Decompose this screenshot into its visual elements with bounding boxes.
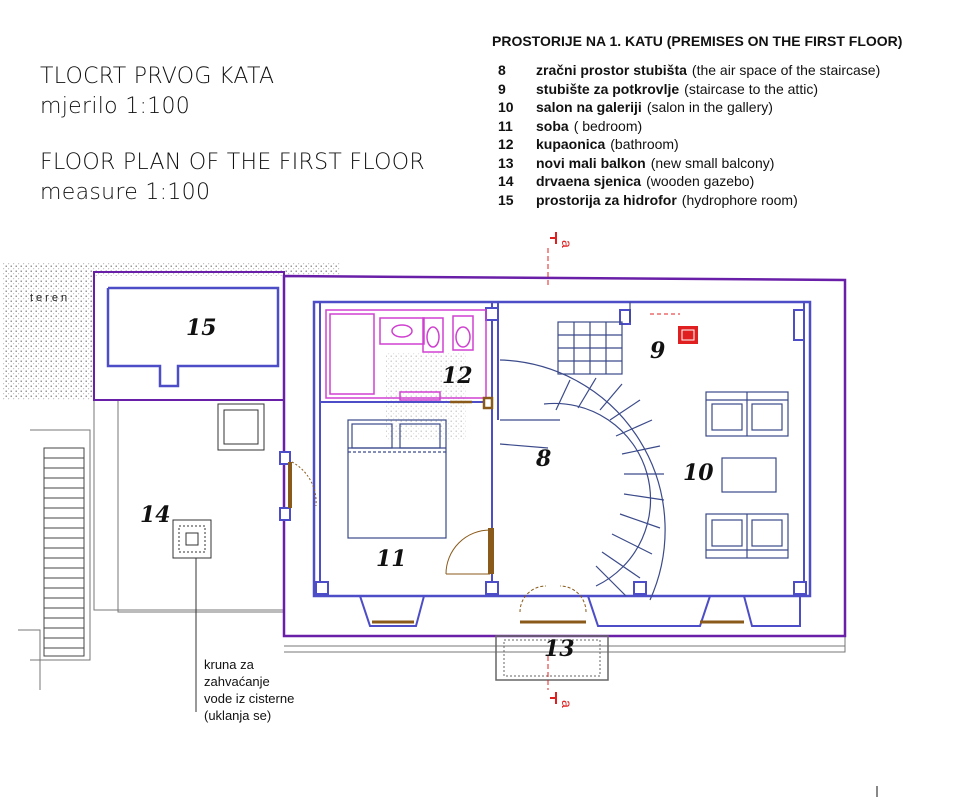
spiral-staircase: [499, 302, 666, 601]
note-line: kruna za: [204, 657, 254, 672]
terrain-label: teren: [30, 292, 70, 304]
legend-number: 12: [498, 136, 514, 152]
cistern-note: kruna za zahvaćanje vode iz cisterne (uk…: [204, 656, 294, 724]
legend-room-hr: stubište za potkrovlje: [536, 80, 680, 97]
balcony-door-swings: [519, 585, 587, 613]
legend-room-en: (wooden gazebo): [646, 173, 755, 189]
exterior-stair: [43, 447, 85, 657]
legend-room-hr: zračni prostor stubišta: [536, 62, 687, 78]
legend-room-hr: soba: [536, 117, 569, 134]
bedroom-doors: [288, 461, 494, 575]
outer-wall: [282, 274, 847, 638]
legend-room-hr: kupaonica: [536, 136, 606, 152]
gazebo-features: [172, 403, 265, 712]
legend-room-en: (salon in the gallery): [646, 99, 773, 115]
title-block: TLOCRT PRVOG KATA mjerilo 1:100 FLOOR PL…: [40, 62, 425, 208]
legend-row: 11 soba ( bedroom): [492, 117, 902, 136]
windows: [359, 595, 801, 627]
bathroom-fixtures: [325, 309, 487, 401]
legend-row: 9 stubište za potkrovlje (staircase to t…: [492, 80, 902, 99]
room-label-11: 11: [376, 546, 407, 572]
legend-room-hr: prostorija za hidrofor: [536, 191, 677, 208]
legend-row: 14 drvaena sjenica (wooden gazebo): [492, 172, 902, 191]
legend-number: 13: [498, 154, 514, 171]
legend-number: 11: [498, 117, 513, 134]
scale-hr: mjerilo 1:100: [40, 94, 191, 119]
legend-room-en: (new small balcony): [650, 154, 775, 171]
legend-row: 12 kupaonica (bathroom): [492, 135, 902, 154]
legend-heading: PROSTORIJE NA 1. KATU (PREMISES ON THE F…: [492, 33, 903, 49]
room-label-13: 13: [544, 636, 575, 662]
title-en: FLOOR PLAN OF THE FIRST FLOOR: [40, 150, 425, 175]
section-markers: a a: [547, 232, 575, 708]
legend-number: 10: [498, 99, 514, 115]
room-label-8: 8: [535, 446, 551, 472]
legend-room-hr: salon na galeriji: [536, 99, 642, 115]
salon-furniture: [705, 391, 789, 559]
room-label-14: 14: [140, 502, 171, 528]
legend-room-en: (the air space of the staircase): [691, 62, 881, 78]
legend-row: 13 novi mali balkon (new small balcony): [492, 154, 902, 173]
legend-room-en: (staircase to the attic): [684, 80, 818, 97]
legend-number: 14: [498, 173, 514, 189]
legend-room-hr: drvaena sjenica: [536, 173, 642, 189]
scale-en: measure 1:100: [40, 180, 211, 205]
title-hr: TLOCRT PRVOG KATA: [40, 64, 275, 89]
room-legend: PROSTORIJE NA 1. KATU (PREMISES ON THE F…: [492, 33, 902, 209]
legend-room-en: ( bedroom): [573, 117, 643, 134]
legend-row: 10 salon na galeriji (salon in the galle…: [492, 98, 902, 117]
legend-number: 9: [498, 80, 506, 97]
attic-stair-marker: [650, 313, 698, 344]
note-line: (uklanja se): [204, 708, 272, 723]
legend-row: 15 prostorija za hidrofor (hydrophore ro…: [492, 191, 902, 210]
room-label-10: 10: [683, 460, 714, 486]
bathroom-door: [450, 396, 494, 410]
balcony-13: [495, 635, 609, 681]
bedroom-furniture: [347, 419, 447, 539]
legend-number: 8: [498, 62, 506, 78]
note-line: zahvaćanje: [204, 674, 270, 689]
legend-room-hr: novi mali balkon: [536, 154, 646, 171]
legend-room-en: (hydrophore room): [681, 191, 798, 208]
room-label-15: 15: [186, 315, 217, 341]
room-label-9: 9: [650, 338, 665, 364]
section-marker-bottom: a: [559, 700, 575, 708]
note-line: vode iz cisterne: [204, 691, 295, 706]
room-label-12: 12: [442, 363, 473, 389]
legend-row: 8 zračni prostor stubišta (the air space…: [492, 61, 902, 80]
legend-number: 15: [498, 191, 514, 208]
legend-room-en: (bathroom): [610, 136, 679, 152]
section-marker-top: a: [559, 240, 575, 248]
